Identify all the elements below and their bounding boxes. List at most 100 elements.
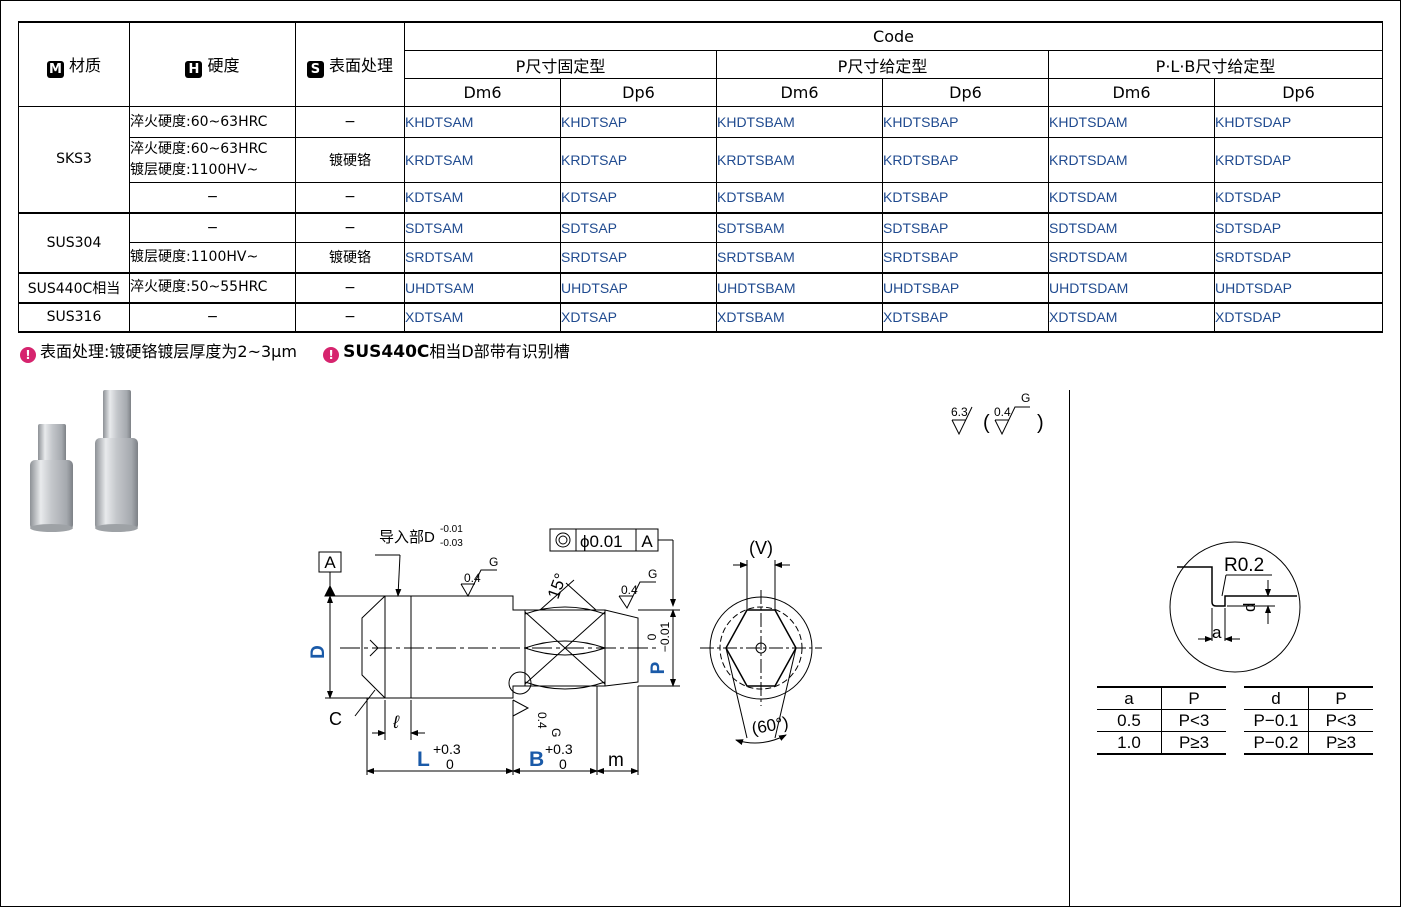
hardness-cell: 淬火硬度:50~55HRC <box>129 272 296 303</box>
table-row: SUS304 − − SDTSAM SDTSAP SDTSBAM SDTSBAP… <box>18 212 1384 273</box>
svg-text:0: 0 <box>559 756 567 772</box>
code-cell[interactable]: KRDTSBAM <box>716 137 883 183</box>
note-material: SUS440C <box>343 342 430 362</box>
svg-text:G: G <box>648 567 657 581</box>
svg-text:(V): (V) <box>749 538 773 558</box>
code-cell[interactable]: XDTSDAP <box>1213 302 1384 332</box>
svg-text:0.4: 0.4 <box>621 583 638 597</box>
svg-text:-0.01: -0.01 <box>440 524 463 535</box>
svg-text:15°: 15° <box>544 571 571 602</box>
code-cell[interactable]: SRDTSDAP <box>1213 242 1384 273</box>
table-d: d P P−0.1 P<3 P−0.2 P≥3 <box>1244 686 1373 755</box>
surface-cell: − <box>295 272 405 303</box>
code-cell[interactable]: KRDTSDAM <box>1048 137 1215 183</box>
svg-text:B: B <box>529 748 544 771</box>
svg-text:0.4: 0.4 <box>994 405 1011 419</box>
material-badge-icon: M <box>46 60 64 78</box>
code-cell[interactable]: XDTSDAM <box>1048 302 1215 332</box>
header-group-2: P尺寸给定型 <box>716 50 1049 79</box>
code-cell[interactable]: SDTSBAP <box>882 212 1049 243</box>
info-pin-icon: ! <box>323 347 340 363</box>
table-row: − − KDTSAM KDTSAP KDTSBAM KDTSBAP KDTSDA… <box>19 182 1384 213</box>
svg-text:导入部D: 导入部D <box>379 529 435 546</box>
end-view <box>700 560 822 745</box>
svg-text:−0.01: −0.01 <box>658 621 672 652</box>
note-groove: 相当D部带有识别槽 <box>429 342 570 361</box>
material-cell: SUS316 <box>18 302 130 332</box>
detail-view-labels: R0.2 a d <box>1212 555 1264 642</box>
roughness-symbol: 6.3 ( 0.4 G ) <box>951 391 1044 436</box>
svg-text:+0.3: +0.3 <box>433 741 461 757</box>
svg-text:ℓ: ℓ <box>392 712 400 732</box>
table-row: 镀层硬度:1100HV~ 镀硬铬 SRDTSAM SRDTSAP SRDTSBA… <box>19 242 1384 273</box>
svg-text:+0.3: +0.3 <box>545 741 573 757</box>
svg-text:C: C <box>329 709 342 729</box>
detail-view <box>1169 541 1301 673</box>
code-cell[interactable]: KHDTSBAM <box>716 106 883 138</box>
svg-text:6.3: 6.3 <box>951 405 968 419</box>
svg-text:0.4: 0.4 <box>464 571 481 585</box>
svg-text:0.4: 0.4 <box>535 712 549 729</box>
svg-text:(: ( <box>983 412 990 434</box>
code-cell[interactable]: UHDTSBAM <box>716 272 883 303</box>
code-cell[interactable]: KDTSBAM <box>716 182 883 213</box>
code-cell[interactable]: KHDTSBAP <box>882 106 1049 138</box>
svg-text:(60°): (60°) <box>750 713 790 738</box>
code-cell[interactable]: UHDTSDAM <box>1048 272 1215 303</box>
header-sub: Dp6 <box>560 78 717 107</box>
code-cell[interactable]: SRDTSBAP <box>882 242 1049 273</box>
table-row: SKS3 淬火硬度:60~63HRC − KHDTSAM KHDTSAP KHD… <box>18 106 1384 213</box>
code-cell[interactable]: SDTSDAM <box>1048 212 1215 243</box>
code-cell[interactable]: XDTSAM <box>404 302 561 332</box>
svg-text:-0.03: -0.03 <box>440 538 463 549</box>
header-code: Code <box>403 21 1384 51</box>
svg-text:0: 0 <box>446 756 454 772</box>
side-view <box>324 528 680 775</box>
surface-cell: − <box>295 302 405 332</box>
code-cell[interactable]: SDTSBAM <box>716 212 883 243</box>
product-photo <box>30 390 138 532</box>
svg-text:G: G <box>1021 391 1030 405</box>
code-cell[interactable]: KRDTSAP <box>560 137 717 183</box>
code-cell[interactable]: KHDTSAM <box>404 106 561 138</box>
code-cell[interactable]: KDTSDAM <box>1048 182 1215 213</box>
code-cell[interactable]: UHDTSDAP <box>1213 272 1384 303</box>
code-cell[interactable]: XDTSAP <box>560 302 717 332</box>
code-cell[interactable]: XDTSBAP <box>882 302 1049 332</box>
surface-cell: 镀硬铬 <box>295 242 405 273</box>
header-group-1: P尺寸固定型 <box>404 50 717 79</box>
header-group-3: P·L·B尺寸给定型 <box>1047 50 1384 79</box>
table-row: SUS316 − − XDTSAM XDTSAP XDTSBAM XDTSBAP… <box>18 302 1384 332</box>
svg-text:d: d <box>1240 603 1259 612</box>
note-surface: 表面处理:镀硬铬镀层厚度为2~3μm <box>40 342 297 361</box>
svg-text:L: L <box>417 748 430 771</box>
surface-badge-icon: S <box>306 60 324 78</box>
svg-text:A: A <box>324 553 336 572</box>
notes: !表面处理:镀硬铬镀层厚度为2~3μm !SUS440C相当D部带有识别槽 <box>20 338 570 363</box>
svg-text:D: D <box>308 645 329 659</box>
material-cell: SKS3 <box>18 106 130 213</box>
svg-text:): ) <box>1037 412 1044 434</box>
info-pin-icon: ! <box>20 347 36 363</box>
hardness-cell: 淬火硬度:60~63HRC <box>129 106 296 138</box>
code-cell[interactable]: XDTSBAM <box>716 302 883 332</box>
header-sub: Dm6 <box>1048 78 1215 107</box>
code-cell[interactable]: KRDTSBAP <box>882 137 1049 183</box>
code-cell[interactable]: SRDTSDAM <box>1048 242 1215 273</box>
code-cell[interactable]: KDTSDAP <box>1213 182 1384 213</box>
code-cell[interactable]: UHDTSBAP <box>882 272 1049 303</box>
divider <box>1069 390 1070 906</box>
svg-text:a: a <box>1212 623 1222 642</box>
svg-text:R0.2: R0.2 <box>1224 555 1264 576</box>
hardness-badge-icon: H <box>185 60 203 78</box>
material-cell: SUS304 <box>18 212 130 273</box>
svg-text:0: 0 <box>645 633 659 640</box>
code-cell[interactable]: KHDTSDAM <box>1048 106 1215 138</box>
svg-text:ϕ0.01: ϕ0.01 <box>580 532 623 551</box>
svg-text:A: A <box>641 532 653 551</box>
code-cell[interactable]: SDTSAP <box>560 212 717 243</box>
